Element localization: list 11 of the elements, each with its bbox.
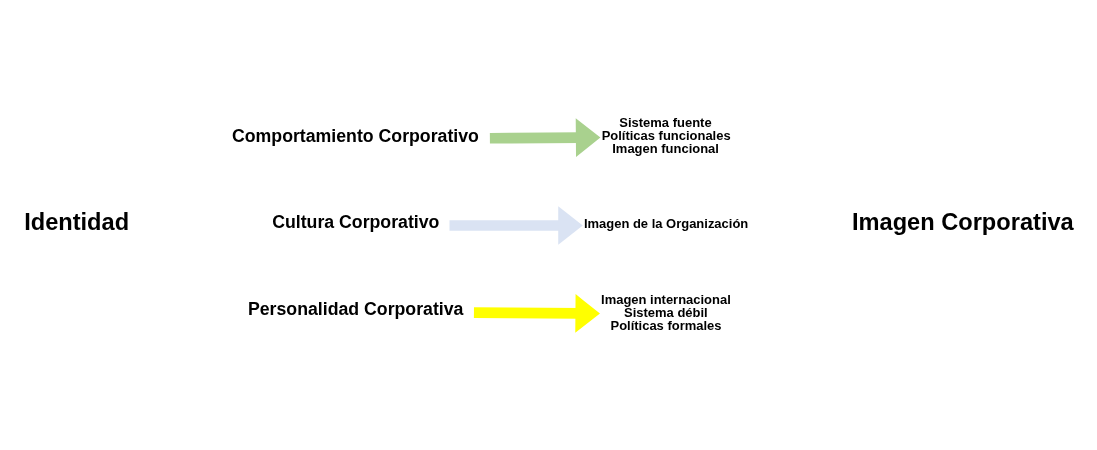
label: Imagen Corporativa	[851, 208, 1074, 235]
arrow	[449, 205, 583, 245]
node-text: Sistema fuente Políticas funcionales Imagen funcional	[601, 114, 731, 156]
node-text: Cultura Corporativo	[272, 211, 440, 232]
node-text: Comportamiento Corporativo	[232, 125, 479, 146]
arrow	[489, 117, 601, 157]
label: Identidad	[24, 208, 130, 235]
node-text: Imagen de la Organización	[583, 215, 749, 231]
node-text: Imagen internacional Sistema débil Políticas formales	[601, 291, 731, 333]
node-text: Personalidad Corporativa	[247, 298, 464, 319]
arrow	[473, 293, 600, 333]
